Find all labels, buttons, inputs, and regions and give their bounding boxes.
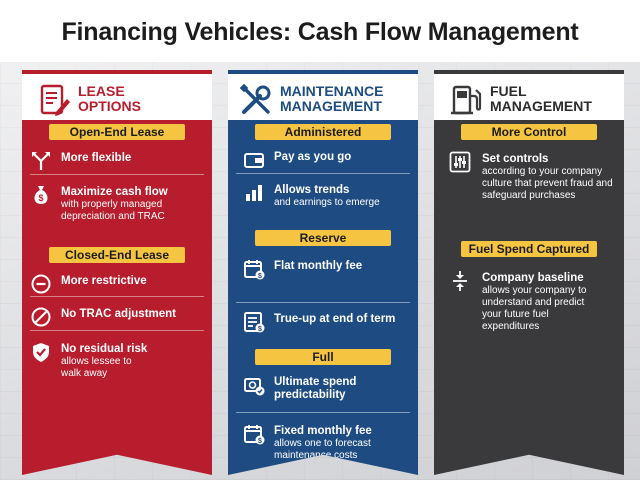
title-band [0, 0, 640, 62]
bar-chart-icon [243, 182, 265, 204]
item-title: True-up at end of term [274, 313, 396, 325]
minus-circle-icon [30, 273, 52, 295]
wallet-icon [243, 149, 265, 171]
divider [30, 330, 204, 331]
item-title: Flat monthly fee [274, 260, 363, 272]
fuel-spend-captured-pill: Fuel Spend Captured [461, 241, 597, 257]
maintenance-heading-line2: MANAGEMENT [280, 98, 382, 114]
fuel-heading-line1: FUEL [490, 83, 527, 99]
sliders-icon [449, 151, 471, 173]
item-title: Fixed monthly fee [274, 425, 372, 437]
lease-panel-header: LEASE OPTIONS [22, 70, 212, 120]
item-subtitle: allows your company to understand and pr… [482, 285, 587, 332]
administered-pill: Administered [255, 124, 391, 140]
svg-text:$: $ [258, 273, 262, 280]
closed-end-lease-pill: Closed-End Lease [49, 247, 185, 263]
fuel-panel-body [434, 120, 624, 475]
baseline-arrows-icon [449, 270, 471, 292]
item-subtitle: according to your company culture that p… [482, 166, 613, 201]
wrench-screwdriver-icon [238, 82, 274, 118]
calendar-dollar-icon: $ [243, 258, 265, 280]
item-title: No TRAC adjustment [61, 308, 176, 320]
more-control-pill: More Control [461, 124, 597, 140]
full-pill: Full [255, 349, 391, 365]
divider [236, 302, 410, 303]
item-title: More flexible [61, 152, 132, 164]
shield-check-icon [30, 341, 52, 363]
divider [236, 173, 410, 174]
item-subtitle: allows lessee to walk away [61, 356, 132, 379]
item-title: Company baseline [482, 272, 584, 284]
item-title: Allows trends [274, 184, 350, 196]
split-arrows-icon [30, 150, 52, 172]
invoice-list-icon: $ [243, 311, 265, 333]
item-title: Set controls [482, 153, 549, 165]
fuel-panel-header: FUEL MANAGEMENT [434, 70, 624, 120]
calendar-dollar-icon: $ [243, 423, 265, 445]
fuel-pump-icon [448, 82, 484, 118]
svg-text:$: $ [38, 193, 43, 203]
no-sign-icon [30, 306, 52, 328]
money-check-icon [243, 374, 265, 396]
fuel-heading-line2: MANAGEMENT [490, 98, 592, 114]
svg-text:$: $ [258, 326, 262, 333]
maintenance-panel-header: MAINTENANCE MANAGEMENT [228, 70, 418, 120]
open-end-lease-pill: Open-End Lease [49, 124, 185, 140]
maintenance-panel: MAINTENANCE MANAGEMENT Administered Pay … [228, 70, 418, 475]
item-title: Pay as you go [274, 151, 352, 163]
page-title: Financing Vehicles: Cash Flow Management [61, 18, 579, 46]
divider [30, 296, 204, 297]
lease-heading-line1: LEASE [78, 83, 125, 99]
maintenance-panel-body [228, 120, 418, 475]
lease-panel: LEASE OPTIONS Open-End Lease More flexib… [22, 70, 212, 475]
svg-text:$: $ [258, 438, 262, 445]
divider [30, 174, 204, 175]
divider [236, 412, 410, 413]
item-title: No residual risk [61, 343, 148, 355]
lease-panel-body [22, 120, 212, 475]
item-subtitle: allows one to forecast maintenance costs [274, 438, 371, 461]
item-title: Ultimate spend predictability [274, 376, 357, 401]
fuel-panel: FUEL MANAGEMENT More Control Set control… [434, 70, 624, 475]
money-bag-icon: $ [30, 184, 52, 206]
item-title: Maximize cash flow [61, 186, 168, 198]
document-pen-icon [36, 82, 72, 118]
lease-heading-line2: OPTIONS [78, 98, 142, 114]
item-subtitle: with properly managed depreciation and T… [61, 199, 165, 222]
item-title: More restrictive [61, 275, 147, 287]
maintenance-heading-line1: MAINTENANCE [280, 83, 384, 99]
reserve-pill: Reserve [255, 230, 391, 246]
item-subtitle: and earnings to emerge [274, 197, 380, 208]
